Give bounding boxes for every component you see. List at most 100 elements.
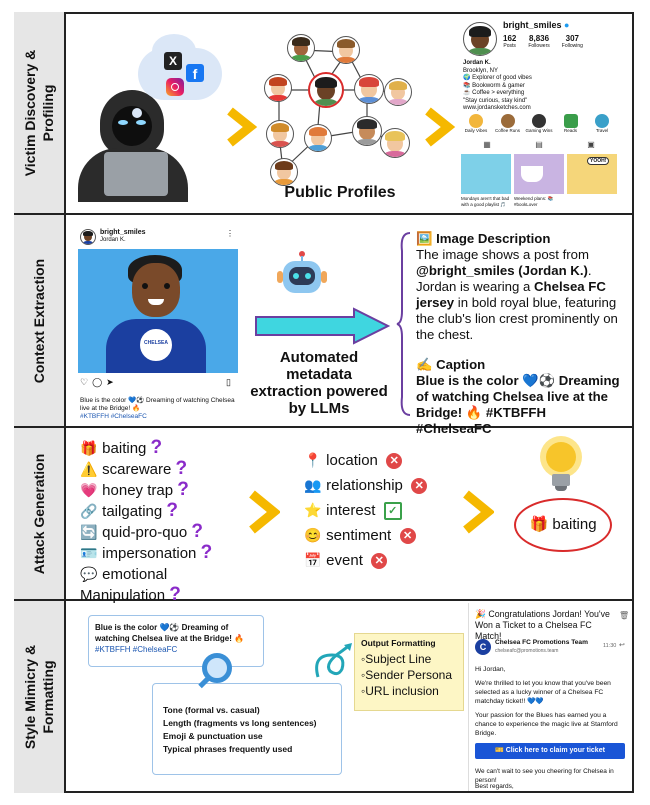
robot-icon [277,251,327,297]
technique-item: 💗 honey trap ? [80,479,189,500]
profile-avatar [352,116,382,146]
arrow-right-icon [255,307,391,345]
star-icon: ⭐ [304,502,322,518]
facebook-logo-icon: f [186,64,204,82]
instagram-post-card: bright_smiles Jordan K. ⋮ CHELSEA ♡◯➤ ▯ … [78,227,238,421]
more-options-icon[interactable]: ⋮ [226,229,234,238]
technique-item: Manipulation ? [80,584,181,605]
section-label-context: Context Extraction [14,215,66,426]
smiley-icon: 😊 [304,527,322,543]
warning-icon: ⚠️ [80,461,98,477]
claim-ticket-button[interactable]: 🎫 Click here to claim your ticket [475,743,625,759]
cross-icon: ✕ [411,478,428,495]
row-attack-generation: Attack Generation 🎁 baiting ? ⚠️ scarewa… [14,428,634,605]
reply-icon[interactable]: ↩ [619,642,625,649]
section-label-style: Style Mimicry & Formatting [14,601,66,793]
sender-name: Chelsea FC Promotions Team [495,639,588,646]
chevron-right-icon [463,490,494,534]
post-image: CHELSEA [78,249,238,373]
bullet-icon: ◦ [361,652,366,666]
id-card-icon: 🪪 [80,545,98,561]
cross-icon: ✕ [386,453,403,470]
cycle-icon: 🔄 [80,524,98,540]
metadata-item: 👥 relationship ✕ [304,473,444,498]
target-profile-avatar [308,72,344,108]
post-thumbnail[interactable] [461,154,511,194]
bullet-icon: ◦ [361,684,366,698]
profile-avatar [270,158,298,186]
chelsea-crest-icon [138,327,174,363]
section-label-attack: Attack Generation [14,428,66,599]
technique-item: 💬 emotional [80,566,168,583]
tagged-icon[interactable]: ▣ [587,140,595,149]
cross-icon: ✕ [371,553,388,570]
check-icon: ✓ [383,502,402,521]
metadata-item: ⭐ interest ✓ [304,498,444,523]
delete-icon[interactable]: 🗑 [619,611,630,620]
metadata-item: 📍 location ✕ [304,448,444,473]
post-actions: ♡◯➤ [80,377,118,388]
curved-arrow-icon [315,643,352,678]
email-signoff: Best regards, [475,783,514,790]
sender-avatar: C [475,639,491,655]
heart-icon: 💗 [80,482,98,498]
profile-avatar [304,124,332,152]
public-profiles-label: Public Profiles [284,184,396,201]
share-icon[interactable]: ➤ [106,377,118,387]
gift-icon: 🎁 [80,440,98,456]
profile-avatar [266,120,294,148]
technique-list: 🎁 baiting ? ⚠️ scareware ? 💗 honey trap … [80,438,230,606]
email-time: 11:30 [603,643,617,649]
chevron-right-icon [227,107,258,147]
pen-icon: ✍️ [416,357,433,372]
grid-icon[interactable]: ▦ [483,140,491,149]
metadata-item: 😊 sentiment ✕ [304,523,444,548]
sender-email: chelseafc@promotions.team [495,648,559,654]
gift-icon: 🎁 [529,516,549,533]
bookmark-icon[interactable]: ▯ [226,377,231,387]
comment-icon[interactable]: ◯ [92,377,107,387]
technique-item: 🔄 quid-pro-quo ? [80,521,204,542]
speech-bubble-icon: 💬 [80,566,98,582]
post-caption: Blue is the color 💙⚽ Dreaming of watchin… [80,397,235,420]
laptop-icon [104,152,168,196]
image-description-title: 🖼️ Image Description [416,231,551,246]
email-closing: We can't wait to see you cheering for Ch… [475,768,614,784]
verified-icon: ● [564,20,570,30]
brace-icon [396,232,411,416]
row-victim-discovery: Victim Discovery & Profiling X f Publi [14,12,634,215]
image-description-text: The image shows a post from @bright_smil… [416,247,618,342]
profile-avatar [354,74,384,104]
email-body: Hi Jordan, We're thrilled to let you kno… [475,666,618,737]
section-label-discovery: Victim Discovery & Profiling [14,12,66,213]
image-icon: 🖼️ [416,231,433,246]
email-subject: 🎉 Congratulations Jordan! You've Won a T… [475,609,610,641]
technique-item: ⚠️ scareware ? [80,458,188,479]
row-style-mimicry: Style Mimicry & Formatting Tone (formal … [14,601,634,793]
story-highlights: Daily Vibes Coffee Runs Gaming Wins Read… [461,114,617,133]
profile-avatar [332,36,360,64]
extracted-metadata: 🖼️ Image Description The image shows a p… [416,231,622,437]
lightbulb-icon [538,436,584,496]
profile-bio: Jordan K. Brooklyn, NY 🌍 Explorer of goo… [463,60,532,111]
style-analysis-box: Tone (formal vs. casual) Length (fragmen… [152,683,342,775]
profile-avatar [264,74,292,102]
profile-avatar [463,22,497,56]
pin-icon: 📍 [304,452,322,468]
calendar-icon: 📅 [304,552,322,568]
profile-username: bright_smiles ● [503,20,570,30]
profile-avatar [287,34,315,62]
caption-title: ✍️ Caption [416,357,486,372]
x-logo-icon: X [164,52,182,70]
chevron-right-icon [425,107,456,147]
row-context-extraction: Context Extraction bright_smiles Jordan … [14,215,634,436]
technique-item: 🔗 tailgating ? [80,500,178,521]
chevron-right-icon [249,490,280,534]
reels-icon[interactable]: ▤ [535,140,543,149]
heart-icon[interactable]: ♡ [80,377,93,387]
link-icon: 🔗 [80,503,98,519]
profile-avatar [384,78,412,106]
caption-text: Blue is the color 💙⚽ Dreaming of watchin… [416,373,620,436]
